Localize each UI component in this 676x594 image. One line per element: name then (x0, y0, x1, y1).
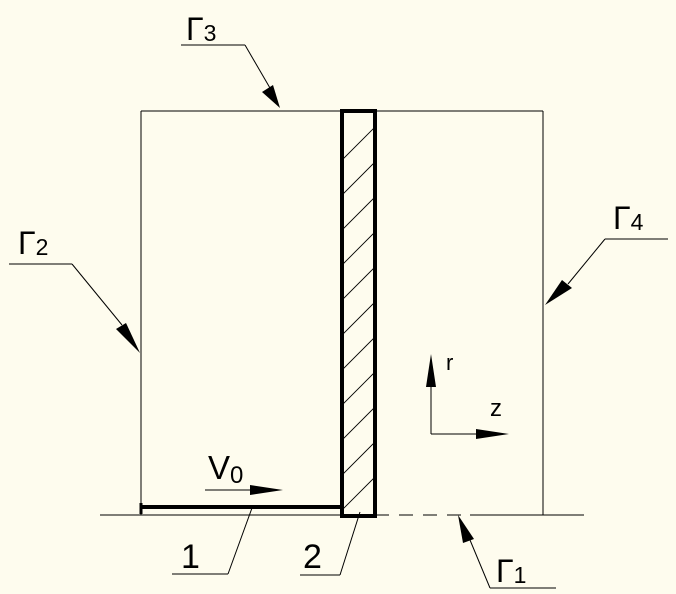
gamma3-label: Γ3 (186, 11, 216, 47)
gamma3-arrow-head (262, 85, 280, 108)
gamma3-leader (244, 44, 271, 89)
gamma2-arrow-head (116, 323, 140, 353)
part1-leader (227, 507, 253, 575)
v0-arrow-head (250, 485, 283, 495)
gamma1-arrow-head (458, 515, 474, 543)
axis-z-label: z (490, 395, 502, 422)
gamma2-label: Γ2 (18, 225, 48, 261)
plate-2-hatch (342, 126, 375, 511)
part2-leader (339, 511, 361, 576)
z-axis-head (476, 429, 509, 439)
axis-r-label: r (446, 350, 453, 375)
gamma4-label: Γ4 (613, 200, 644, 236)
gamma1-leader (469, 539, 491, 589)
gamma2-leader (71, 263, 123, 326)
gamma1-label: Γ1 (496, 553, 526, 589)
part1-label: 1 (181, 538, 200, 576)
gamma4-arrow-head (545, 280, 572, 305)
part2-label: 2 (303, 538, 322, 576)
gamma4-leader (567, 238, 606, 285)
plate-2 (340, 109, 377, 518)
r-axis-head (426, 354, 436, 387)
v0-label: V0 (208, 449, 243, 489)
